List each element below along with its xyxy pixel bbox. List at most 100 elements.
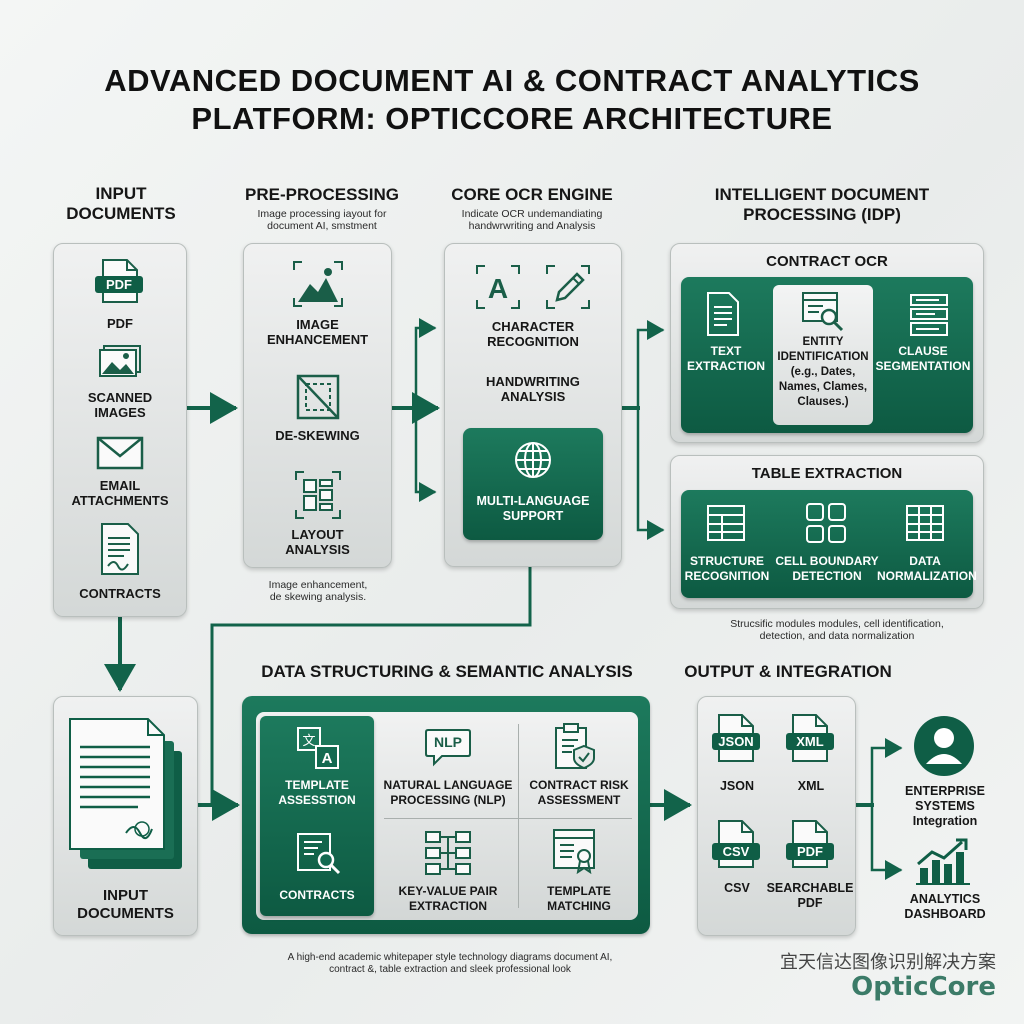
structuring-nlp-label: NATURAL LANGUAGE PROCESSING (NLP) <box>383 778 513 807</box>
nlp-tag: NLP <box>434 734 462 750</box>
structuring-input-title: INPUT DOCUMENTS <box>77 887 174 922</box>
entity-identification-card: ENTITY IDENTIFICATION (e.g., Dates, Name… <box>773 285 873 425</box>
contract-document-icon <box>98 522 142 576</box>
csv-tag: CSV <box>712 843 760 860</box>
cell-boundary-icon <box>805 502 847 544</box>
output-panel: JSON JSON XML XML CSV CSV PDF SEARCHABLE… <box>697 696 856 936</box>
input-item-contracts-label: CONTRACTS <box>79 586 161 601</box>
idp-title: INTELLIGENT DOCUMENT PROCESSING (IDP) <box>714 185 930 224</box>
structuring-contracts-label: CONTRACTS <box>279 888 355 902</box>
multi-language-support-label: MULTI-LANGUAGE SUPPORT <box>476 494 590 523</box>
pen-edit-icon <box>545 264 591 310</box>
arrow-ocr-to-contract-ocr <box>636 320 665 410</box>
output-searchable-pdf-label: SEARCHABLE PDF <box>766 881 854 910</box>
pdf-file-icon: PDF <box>95 258 143 304</box>
entity-search-icon <box>801 291 845 333</box>
idp-note: Strucsific modules modules, cell identif… <box>730 618 944 642</box>
structuring-input-panel: INPUT DOCUMENTS <box>53 696 198 936</box>
globe-icon <box>513 440 553 480</box>
preprocessing-item-de-skewing-label: DE-SKEWING <box>275 428 360 443</box>
arrow-to-analytics <box>870 803 903 880</box>
contract-ocr-text-extraction-label: TEXT EXTRACTION <box>687 344 765 373</box>
arrow-branch-upper <box>414 318 437 410</box>
output-xml-label: XML <box>797 779 825 793</box>
structuring-title: DATA STRUCTURING & SEMANTIC ANALYSIS <box>261 662 633 681</box>
searchable-pdf-file-icon: PDF <box>786 819 834 869</box>
table-data-normalization-label: DATA NORMALIZATION <box>877 554 977 583</box>
title-line-1: ADVANCED DOCUMENT AI & CONTRACT ANALYTIC… <box>104 63 920 98</box>
contract-ocr-green-band: TEXT EXTRACTION ENTITY IDENTIFICATION (e… <box>681 277 973 433</box>
analytics-chart-icon <box>914 838 972 886</box>
table-extraction-title: TABLE EXTRACTION <box>751 465 903 482</box>
input-item-pdf-label: PDF <box>107 316 133 331</box>
arrow-ocr-to-table-extraction <box>636 406 665 540</box>
contract-ocr-title: CONTRACT OCR <box>766 253 888 270</box>
preprocessing-note: Image enhancement, de skewing analysis. <box>268 579 368 603</box>
preprocessing-title: PRE-PROCESSING <box>245 185 399 204</box>
svg-text:文: 文 <box>302 734 315 749</box>
structure-table-icon <box>706 504 746 542</box>
svg-text:A: A <box>322 750 333 767</box>
risk-clipboard-shield-icon <box>552 722 596 770</box>
nlp-speech-bubble-icon: NLP <box>424 728 472 768</box>
input-item-email-label: EMAIL ATTACHMENTS <box>71 478 169 508</box>
table-extraction-panel: TABLE EXTRACTION STRUCTURE RECOGNITION C… <box>670 455 984 609</box>
clause-segmentation-icon <box>909 293 949 337</box>
template-certificate-icon <box>552 828 598 876</box>
scanned-image-icon <box>98 344 144 380</box>
data-normalization-grid-icon <box>905 504 945 542</box>
table-extraction-green-band: STRUCTURE RECOGNITION CELL BOUNDARY DETE… <box>681 490 977 598</box>
character-recognition-icon: A <box>475 264 521 310</box>
footer-brand-logo: OpticCore <box>851 972 996 1002</box>
pdf-tag: PDF <box>95 276 143 293</box>
input-documents-title: INPUT DOCUMENTS <box>66 184 176 223</box>
text-extraction-icon <box>705 291 741 337</box>
ocr-engine-panel: A CHARACTER RECOGNITION HANDWRITING ANAL… <box>444 243 622 567</box>
arrow-to-enterprise <box>870 738 903 807</box>
output-title: OUTPUT & INTEGRATION <box>684 662 892 681</box>
ocr-engine-subtitle: Indicate OCR undemandiating handwrwritin… <box>461 208 603 232</box>
document-stack-icon <box>68 717 186 873</box>
output-csv-label: CSV <box>724 881 750 895</box>
arrow-branch-lower <box>414 406 437 502</box>
page-title: ADVANCED DOCUMENT AI & CONTRACT ANALYTIC… <box>0 62 1024 138</box>
structuring-template-assesstion-label: TEMPLATE ASSESSTION <box>278 778 356 807</box>
structuring-divider-horizontal <box>384 818 632 819</box>
title-line-2: PLATFORM: OPTICCORE ARCHITECTURE <box>191 101 833 136</box>
json-tag: JSON <box>712 733 760 750</box>
xml-file-icon: XML <box>786 713 834 763</box>
contract-ocr-panel: CONTRACT OCR TEXT EXTRACTION ENTITY IDEN… <box>670 243 984 443</box>
enterprise-user-icon <box>912 714 976 778</box>
structuring-key-value-label: KEY-VALUE PAIR EXTRACTION <box>398 884 498 913</box>
json-file-icon: JSON <box>712 713 760 763</box>
multi-language-support-card: MULTI-LANGUAGE SUPPORT <box>463 428 603 540</box>
contracts-search-icon <box>296 832 342 876</box>
image-enhancement-icon <box>292 260 344 308</box>
ocr-character-recognition-label: CHARACTER RECOGNITION <box>487 319 579 349</box>
output-json-label: JSON <box>719 779 755 793</box>
contract-ocr-clause-segmentation-label: CLAUSE SEGMENTATION <box>875 344 971 373</box>
email-envelope-icon <box>96 436 144 470</box>
key-value-flow-icon <box>424 828 472 876</box>
input-item-scanned-label: SCANNED IMAGES <box>87 390 153 420</box>
table-cell-boundary-detection-label: CELL BOUNDARY DETECTION <box>775 554 879 583</box>
structuring-contract-risk-label: CONTRACT RISK ASSESSMENT <box>529 778 629 807</box>
de-skewing-icon <box>294 372 342 422</box>
ocr-handwriting-analysis-label: HANDWRITING ANALYSIS <box>486 374 580 404</box>
footer-chinese-brand: 宜天信达图像识别解决方案 <box>780 952 996 973</box>
searchable-pdf-tag: PDF <box>786 843 834 860</box>
structuring-template-matching-label: TEMPLATE MATCHING <box>547 884 611 913</box>
preprocessing-subtitle: Image processing iayout for document AI,… <box>257 208 387 232</box>
structuring-divider-vertical <box>518 724 519 908</box>
preprocessing-item-image-enhancement-label: IMAGE ENHANCEMENT <box>266 317 369 347</box>
csv-file-icon: CSV <box>712 819 760 869</box>
input-documents-panel: PDF PDF SCANNED IMAGES EMAIL ATTACHMENTS… <box>53 243 187 617</box>
ocr-engine-title: CORE OCR ENGINE <box>451 185 613 204</box>
svg-text:A: A <box>488 273 508 304</box>
target-analytics-label: ANALYTICS DASHBOARD <box>904 892 986 921</box>
